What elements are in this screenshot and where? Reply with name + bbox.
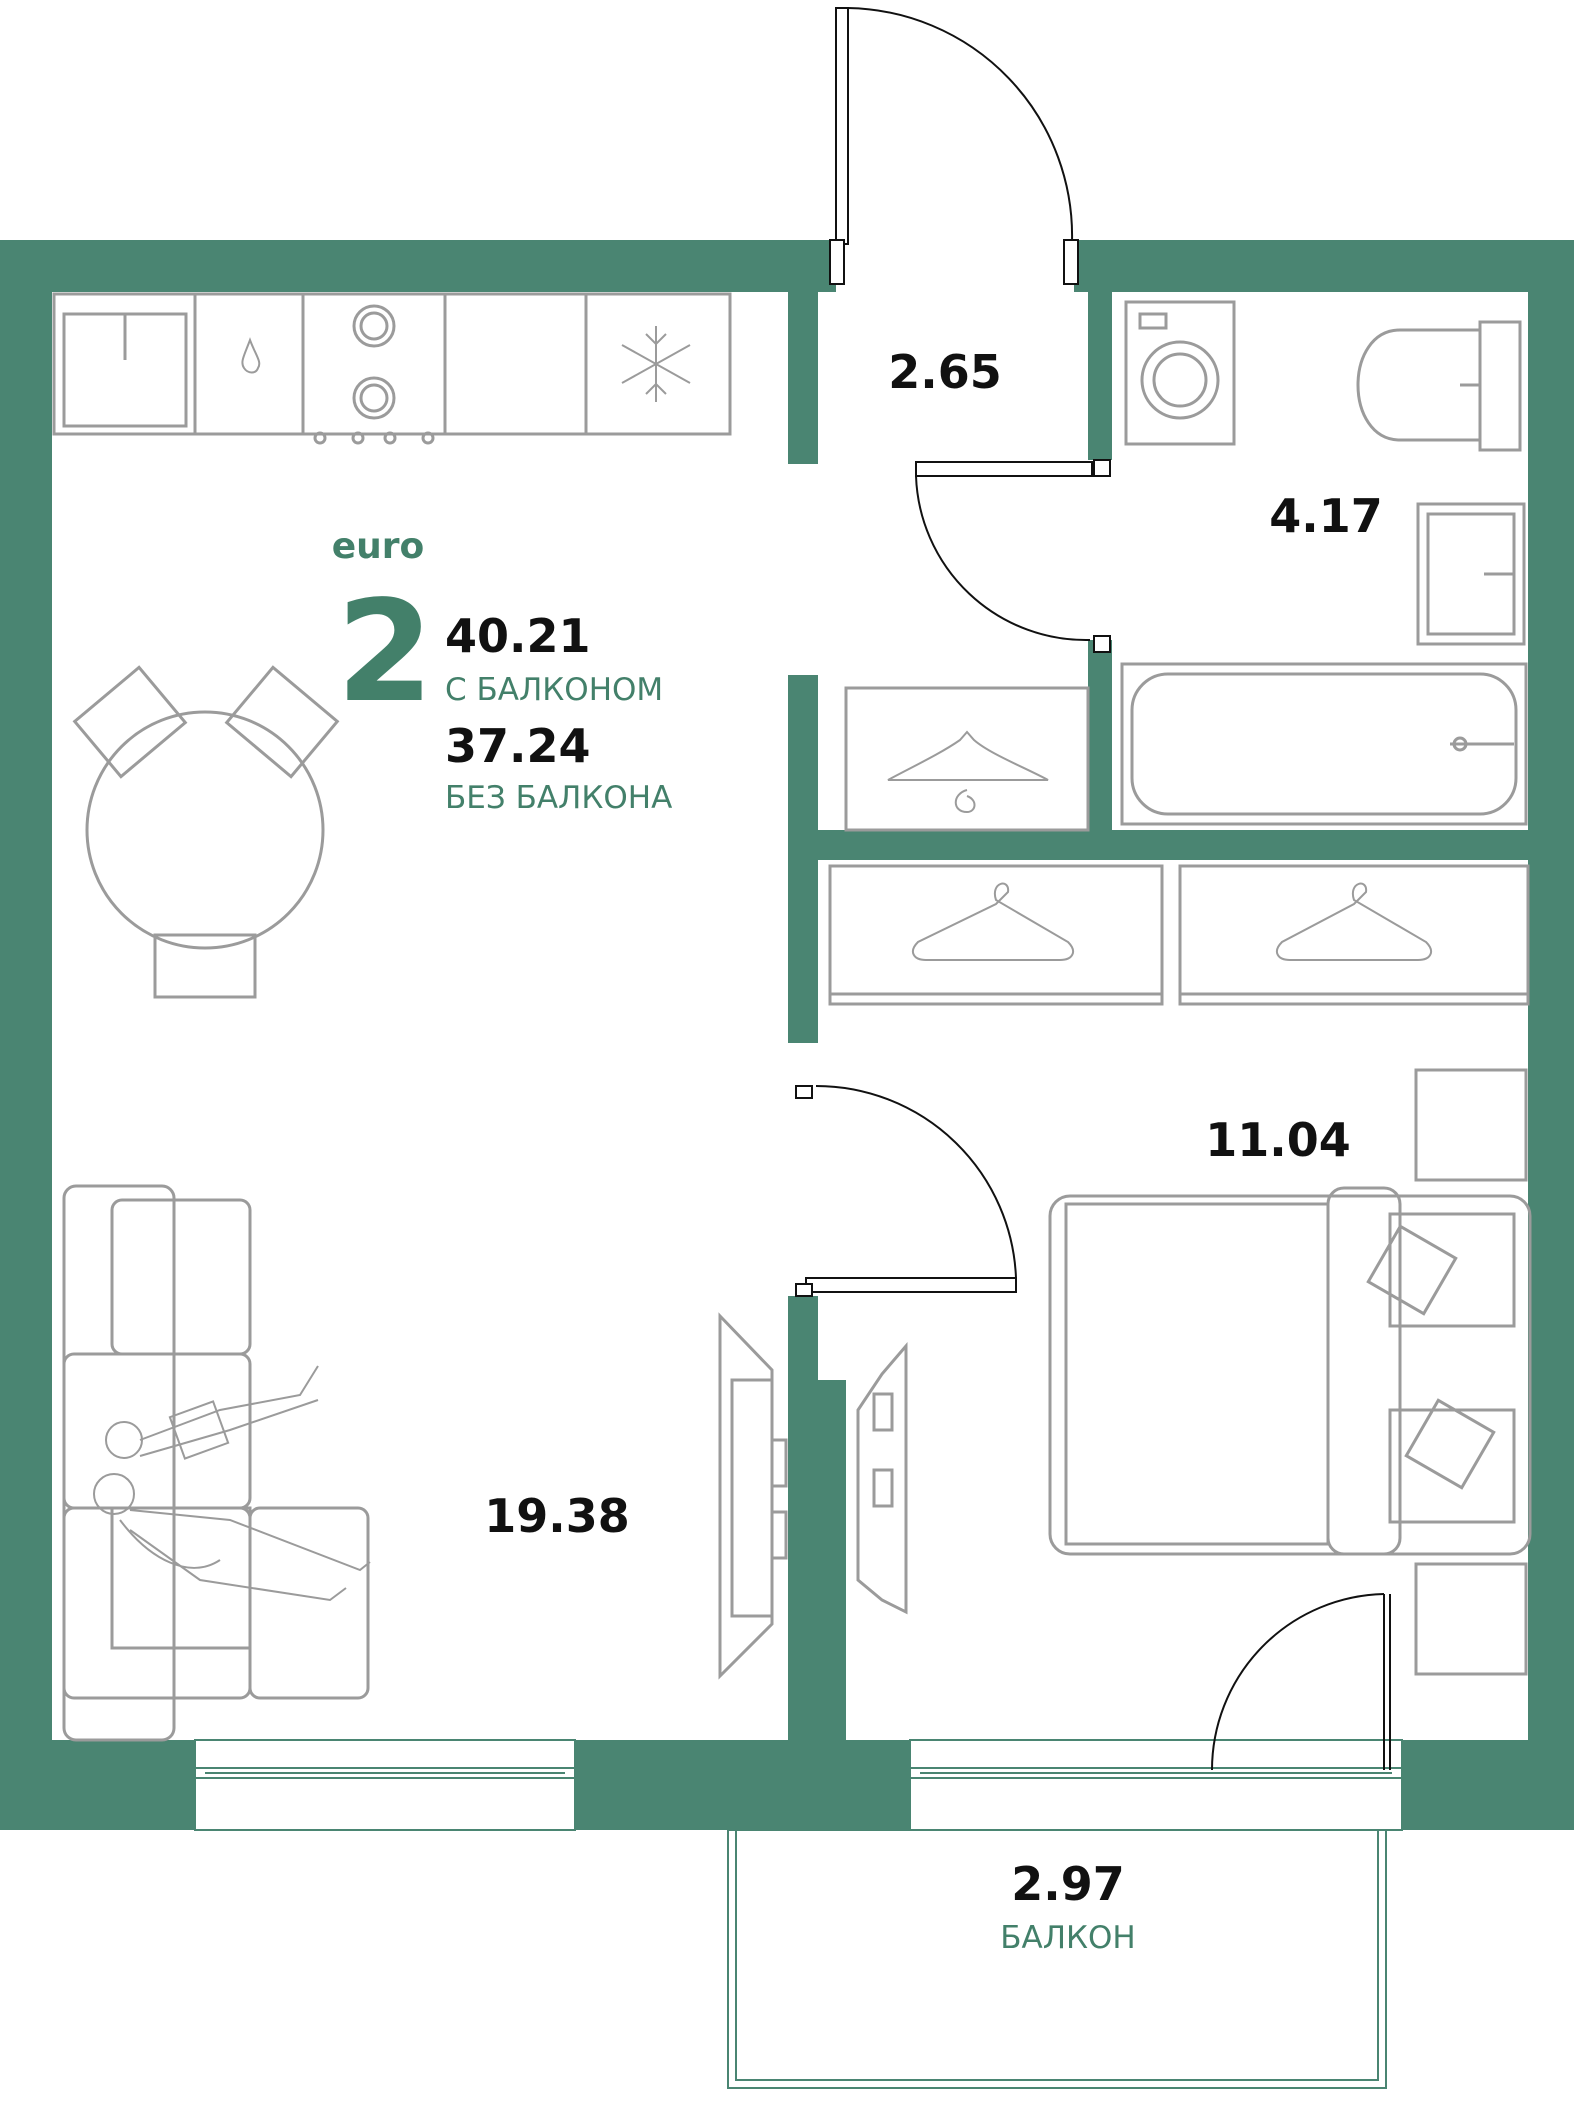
hanger-icon [1275,882,1433,961]
wall-bath-left-bottom [1088,640,1112,830]
furniture [52,292,1532,1742]
toilet [1356,320,1522,452]
pillow [1404,1398,1496,1490]
tv [718,1312,788,1680]
wall-bedroom-left [818,1380,846,1740]
wall-bath-left-top [1088,292,1112,460]
wall-bottom-2 [575,1740,910,1830]
washing-machine [1124,300,1236,446]
nightstand [1414,1562,1528,1676]
rooms-count: 2 [336,571,433,734]
windows [194,1739,1403,1831]
hanger-icon [887,730,1049,781]
wall-hall-left-top [788,292,818,464]
tv [856,1341,908,1615]
walls [0,240,1574,1830]
washbasin [1416,502,1526,646]
with-balcony-caption: С БАЛКОНОМ [445,672,663,708]
plan-type-word: euro [332,526,425,567]
wardrobe [828,864,1530,1006]
balcony-area: 2.97 [1011,1857,1125,1911]
area-with-balcony: 40.21 [445,609,591,663]
bedroom-area: 11.04 [1205,1113,1351,1167]
bed [1048,1186,1532,1556]
wall-right [1528,240,1574,1740]
wall-bottom-1 [0,1740,195,1830]
dining-table [72,665,340,999]
wall-top-right [1074,240,1574,292]
sofa [62,1184,370,1742]
hall-area: 2.65 [888,345,1002,399]
plan-summary: euro 2 40.21 С БАЛКОНОМ 37.24 БЕЗ БАЛКОН… [332,526,673,816]
entrance-door-leaf [835,7,849,245]
living-area: 19.38 [484,1489,630,1543]
chair [72,665,188,779]
bathroom-area: 4.17 [1269,489,1383,543]
kitchen-counter [52,292,732,445]
balcony-caption: БАЛКОН [1000,1920,1136,1956]
chair [224,665,340,779]
bathtub [1120,662,1528,826]
snowflake-icon [621,326,691,402]
area-without-balcony: 37.24 [445,719,591,773]
without-balcony-caption: БЕЗ БАЛКОНА [445,780,672,816]
doors [795,7,1391,1771]
wall-hall-left-bottom [788,1296,818,1740]
people-icon [93,1365,371,1602]
chair [153,933,257,999]
stove-burner-icon [352,376,396,420]
water-drop-icon [241,337,261,374]
wall-left [0,240,52,1740]
bathroom-door-leaf [915,461,1093,477]
stove-burner-icon [352,304,396,348]
pillow [1366,1224,1458,1316]
bedroom-door-leaf [805,1277,1017,1293]
wardrobe [844,686,1090,832]
wall-bottom-3 [1402,1740,1574,1830]
nightstand [1414,1068,1528,1182]
hanger-icon [911,882,1075,961]
wall-closet-top [788,830,1528,860]
wall-top-left [0,240,836,292]
